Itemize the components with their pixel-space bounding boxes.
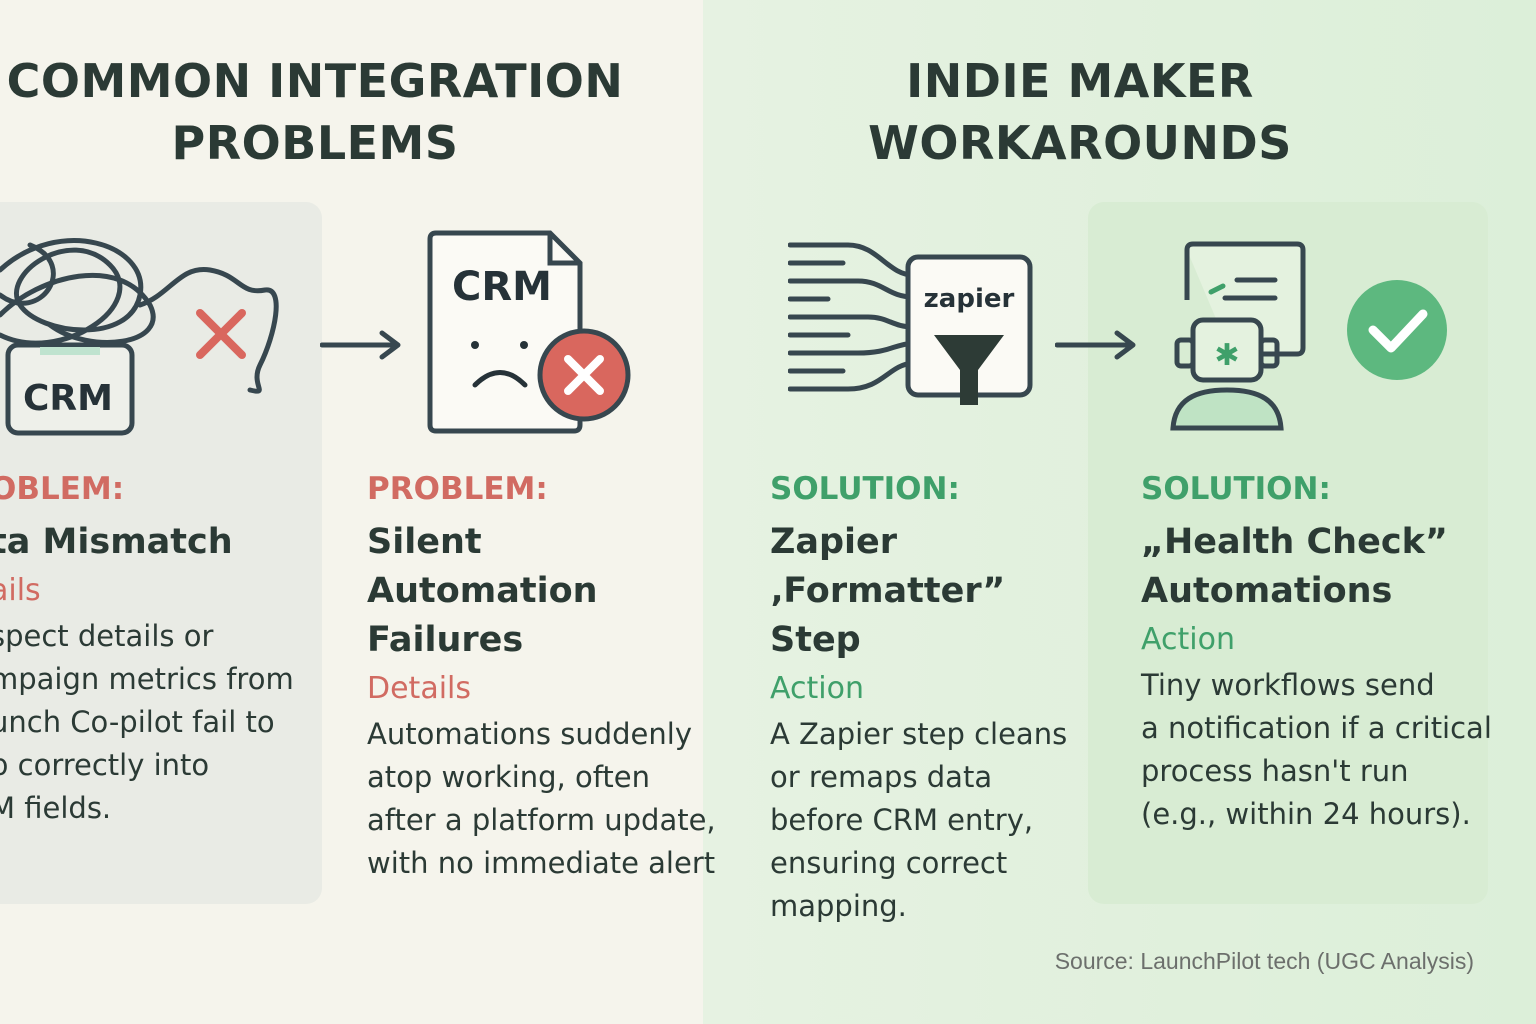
crm-document-label: CRM bbox=[452, 264, 552, 310]
x-mark-icon bbox=[196, 309, 246, 359]
problems-heading-line2: PROBLEMS bbox=[171, 116, 459, 170]
card-label: OBLEM: bbox=[0, 471, 125, 507]
workarounds-heading: INDIE MAKER WORKAROUNDS bbox=[840, 50, 1320, 174]
problems-heading: COMMON INTEGRATION PROBLEMS bbox=[0, 50, 630, 174]
tangled-crm-icon: CRM bbox=[0, 238, 279, 436]
card-title: „Health Check” Automations bbox=[1141, 522, 1448, 611]
svg-text:✱: ✱ bbox=[1214, 338, 1239, 373]
card-subheading: Action bbox=[1141, 622, 1235, 657]
card-health-check: SOLUTION: „Health Check” Automations Act… bbox=[1141, 470, 1492, 836]
source-note: Source: LaunchPilot tech (UGC Analysis) bbox=[1054, 948, 1474, 974]
card-title: ta Mismatch bbox=[0, 522, 233, 562]
card-subheading: Action bbox=[770, 671, 864, 706]
card-silent-failures: PROBLEM: Silent Automation Failures Deta… bbox=[367, 470, 716, 885]
card-data-mismatch: OBLEM: ta Mismatch ails spect details or… bbox=[0, 470, 320, 830]
card-title: Silent Automation Failures bbox=[367, 522, 598, 660]
card-body: A Zapier step cleans or remaps data befo… bbox=[770, 717, 1068, 923]
workarounds-heading-line2: WORKAROUNDS bbox=[868, 116, 1292, 170]
zapier-funnel-icon: zapier bbox=[788, 242, 1033, 405]
card-label: SOLUTION: bbox=[1141, 471, 1331, 507]
card-label: SOLUTION: bbox=[770, 471, 960, 507]
card-label: PROBLEM: bbox=[367, 471, 548, 507]
crm-box-label: CRM bbox=[23, 378, 113, 419]
card-subheading: ails bbox=[0, 573, 41, 608]
crm-document-error-icon: CRM bbox=[427, 230, 631, 434]
funnel-icon bbox=[934, 335, 1004, 405]
card-body: Automations suddenly atop working, often… bbox=[367, 717, 716, 880]
card-subheading: Details bbox=[367, 671, 472, 706]
problems-heading-line1: COMMON INTEGRATION bbox=[6, 54, 624, 108]
workarounds-heading-line1: INDIE MAKER bbox=[906, 54, 1254, 108]
zapier-label: zapier bbox=[924, 284, 1015, 314]
card-title: Zapier ‚Formatter” Step bbox=[770, 522, 1006, 660]
arrow-right-icon bbox=[320, 330, 401, 360]
card-body: Tiny workflows send a notification if a … bbox=[1141, 668, 1492, 831]
check-circle-icon bbox=[1347, 280, 1447, 380]
arrow-right-icon-2 bbox=[1055, 330, 1136, 360]
card-data-mismatch-bg bbox=[0, 202, 322, 904]
card-body: spect details or mpaign metrics from unc… bbox=[0, 619, 294, 825]
health-check-bot-icon: ✱ bbox=[1170, 241, 1447, 431]
card-zapier-formatter: SOLUTION: Zapier ‚Formatter” Step Action… bbox=[770, 470, 1080, 928]
